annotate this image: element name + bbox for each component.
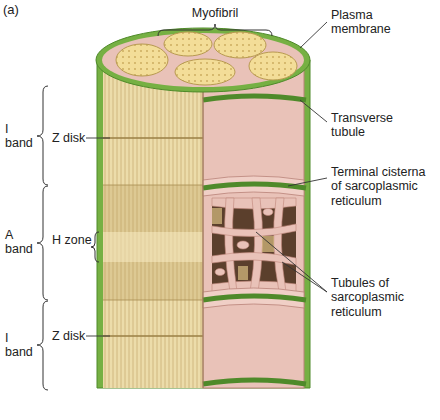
myofibril-striated [103,68,203,388]
transverse-tubule [203,380,306,384]
cutaway-edge [203,70,204,388]
leader-line [86,138,110,139]
band-label: A band [5,228,15,257]
band-edge [103,185,203,186]
reticulum-junction [215,269,225,276]
membrane-top [96,28,310,92]
myofibril-section [214,32,266,58]
panel-label: (a) [3,3,43,18]
a-band-shade [103,185,203,300]
reticulum-junction [263,209,273,216]
structure-label: Myofibril [175,6,255,20]
transverse-tubule [203,184,306,188]
transverse-tubule [203,296,306,300]
h-zone-shade [103,232,203,262]
structure-label: Tubules of sarcoplasmic reticulum [331,276,413,319]
reticulum-tubule [250,198,263,292]
leader-line [256,232,327,292]
reticulum-tubule [225,198,237,292]
structure-label: Z disk [52,329,92,343]
myofibril-section [249,52,297,80]
myofibril-bracket [158,24,272,36]
band-edge [103,300,203,301]
leader-line [288,178,327,186]
band-label: I band [5,331,15,360]
myofibril-glimpse [212,208,222,224]
reticulum-tubule [274,198,286,292]
transverse-tubule [203,96,306,100]
band-bracket [37,301,48,390]
band-label: I band [5,122,15,151]
myofibril-glimpse [238,266,248,280]
leader-line [300,22,327,48]
myofibril-section [175,59,235,85]
structure-label: Terminal cisterna of sarcoplasmic reticu… [331,165,439,208]
sarcoplasmic-reticulum [203,70,304,388]
leader-line [282,262,327,292]
leader-line [86,336,110,337]
reticulum-junction [237,241,249,249]
band-label: H zone [52,233,92,247]
plasma-membrane [97,60,310,388]
myofibril-section [164,32,212,56]
band-bracket [37,86,48,185]
structure-label: Transverse tubule [331,111,411,140]
leader-line [300,100,327,122]
myofibril-section [116,44,168,76]
h-zone-bracket [91,232,99,262]
structure-label: Z disk [52,131,92,145]
structure-label: Plasma membrane [331,8,403,37]
reticulum-network-bg [212,198,296,292]
band-bracket [37,186,48,300]
z-disk-line [103,335,203,337]
reticulum-tubule [212,224,296,237]
z-disk-line [103,137,203,139]
sarcoplasm-top [102,33,304,87]
